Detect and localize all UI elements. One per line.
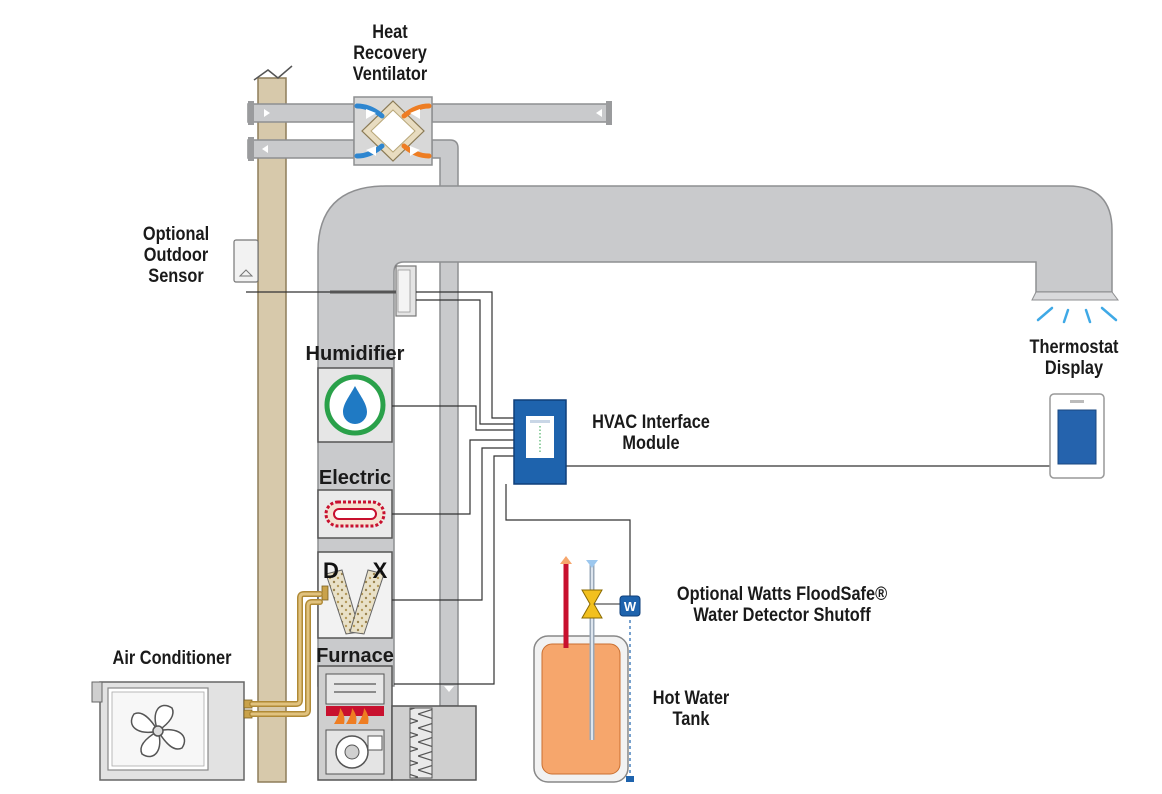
outdoor-sensor-label: Optional Outdoor Sensor [126, 224, 226, 287]
floodsafe-badge-label: W [624, 599, 637, 614]
thermostat-label-line-2: Display [1044, 358, 1104, 379]
air-conditioner-unit [91, 681, 253, 781]
hot-water-tank-label-line-2: Tank [672, 709, 710, 730]
refrigerant-lines [249, 591, 323, 717]
hot-water-tank-label: Hot Water Tank [642, 688, 740, 730]
hot-water-tank-label-line-1: Hot Water [652, 688, 730, 709]
outdoor-sensor-label-line-1: Optional [142, 224, 210, 245]
humidifier-unit [317, 367, 393, 443]
flame-icon [334, 708, 369, 724]
vent-air-icon [1036, 306, 1118, 324]
air-conditioner-label: Air Conditioner [112, 648, 232, 669]
humidifier-label: Humidifier [305, 343, 405, 365]
supply-duct [317, 185, 1119, 687]
floodsafe-label-line-1: Optional Watts FloodSafe® [676, 584, 888, 605]
duct-sensor [330, 265, 417, 317]
dx-label-d: D [323, 558, 339, 583]
hrv-label-line-1: Heat [372, 22, 408, 43]
thermostat-label-line-1: Thermostat [1029, 337, 1119, 358]
furnace-unit [317, 665, 393, 781]
sensor-icon [233, 239, 259, 283]
dx-label-x: X [373, 558, 388, 583]
hrv-label: Heat Recovery Ventilator [338, 22, 441, 85]
hrv-unit [353, 96, 433, 166]
fan-icon [130, 704, 186, 758]
control-wiring [246, 291, 1050, 778]
blower-icon [325, 729, 385, 775]
hvac-module-label-line-1: HVAC Interface [592, 412, 710, 433]
thermostat-display [1049, 393, 1105, 479]
hot-water-tank [533, 556, 634, 783]
hvac-module-label-line-2: Module [622, 433, 680, 454]
structural-post [253, 65, 293, 783]
furnace-label: Furnace [316, 645, 394, 667]
floodsafe-badge: W [619, 595, 641, 617]
hrv-label-line-2: Recovery [353, 43, 427, 64]
hrv-label-line-3: Ventilator [352, 64, 428, 85]
return-plenum [391, 705, 477, 781]
electric-heater-unit [317, 489, 393, 539]
floodsafe-label-line-2: Water Detector Shutoff [693, 605, 871, 626]
hvac-module-label: HVAC Interface Module [587, 412, 716, 454]
outdoor-sensor-label-line-3: Sensor [148, 266, 204, 287]
floodsafe-label: Optional Watts FloodSafe® Water Detector… [668, 584, 895, 626]
shutoff-valve-icon [581, 589, 620, 619]
thermostat-label: Thermostat Display [1014, 337, 1134, 379]
water-drop-icon [343, 386, 367, 424]
outdoor-sensor-label-line-2: Outdoor [143, 245, 209, 266]
dx-coil-unit [317, 551, 393, 639]
hvac-interface-module [513, 399, 567, 485]
electric-label: Electric [318, 467, 392, 489]
